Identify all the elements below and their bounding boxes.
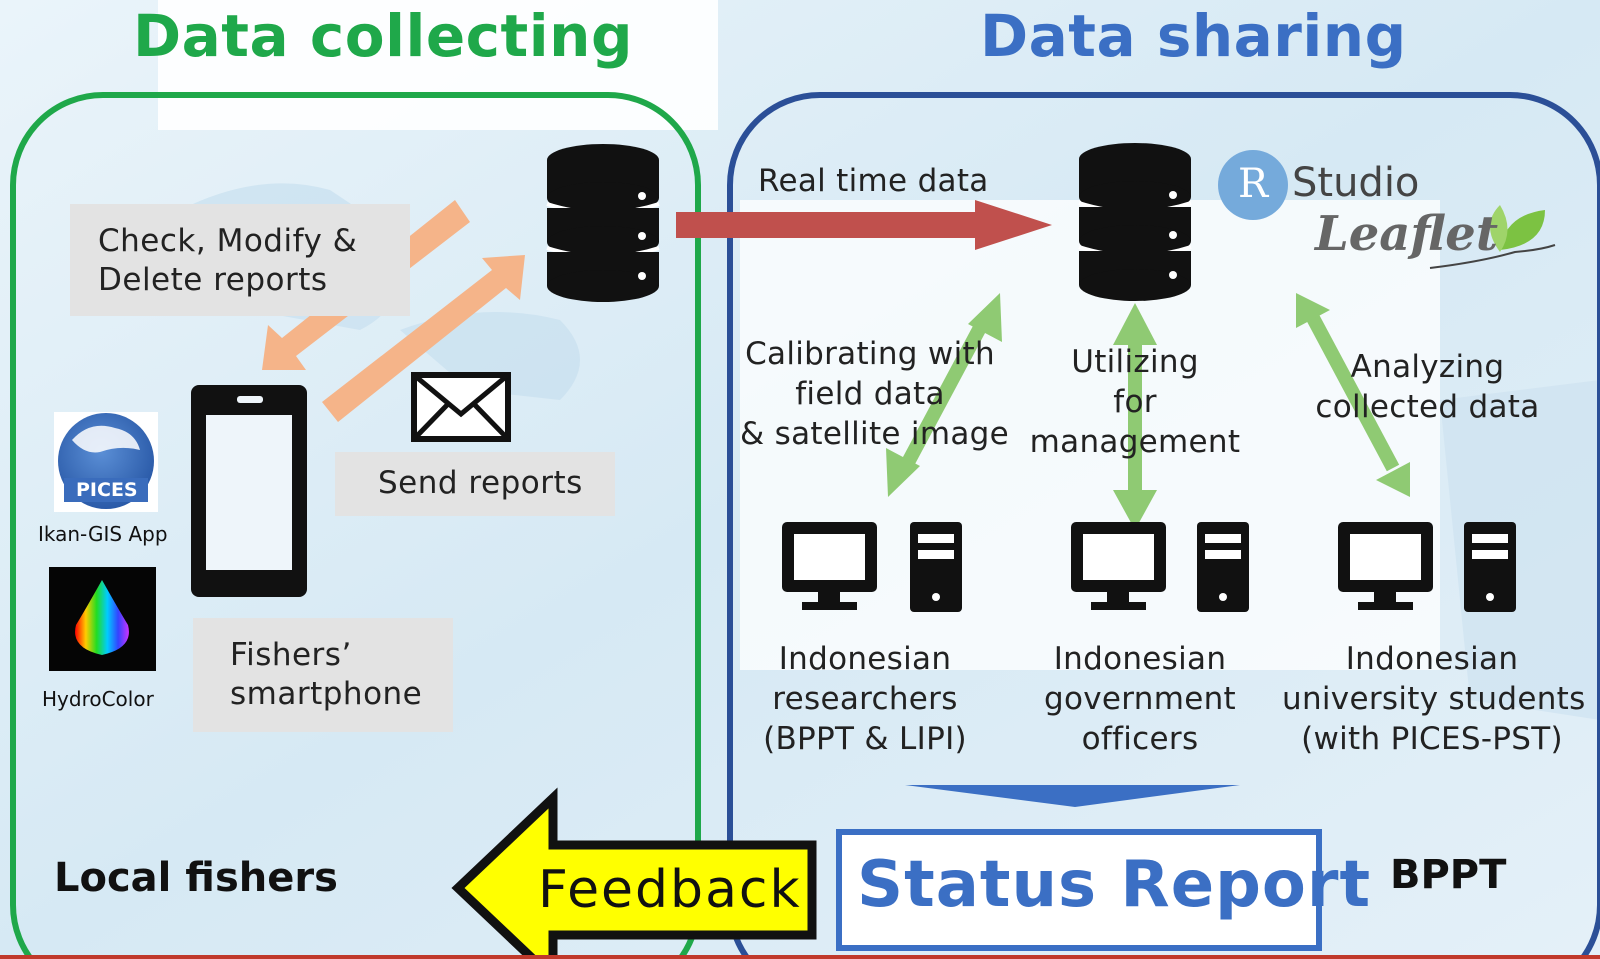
government-label: Indonesian government officers (1015, 639, 1265, 759)
students-line-1: Indonesian (1345, 641, 1519, 677)
data-collecting-panel (10, 92, 701, 959)
local-fishers-label: Local fishers (54, 855, 338, 901)
utilizing-line-3: management (1029, 424, 1241, 460)
database-icon (546, 144, 660, 302)
map-shape (1440, 380, 1600, 720)
calibrating-line-2: field data (795, 376, 945, 412)
leaf-icon (1429, 205, 1556, 269)
bppt-label: BPPT (1390, 852, 1507, 898)
analyzing-line-2: collected data (1315, 389, 1540, 425)
real-time-data-label: Real time data (758, 163, 989, 199)
feedback-label: Feedback (538, 860, 802, 920)
analyzing-label: Analyzing collected data (1305, 347, 1550, 427)
status-report-label: Status Report (857, 848, 1372, 922)
data-sharing-panel (727, 92, 1600, 959)
smartphone-icon (191, 385, 307, 597)
check-line-2: Delete reports (98, 262, 328, 298)
utilizing-line-2: for (1113, 384, 1157, 420)
calibrating-line-3: & satellite image (740, 416, 1009, 452)
up-arrow (322, 255, 525, 422)
rstudio-logo (1218, 150, 1288, 220)
calibrating-arrow (886, 293, 1002, 497)
send-reports-label: Send reports (378, 465, 583, 501)
researchers-line-2: researchers (772, 681, 958, 717)
server-database-icon (1078, 143, 1192, 301)
feedback-arrow (451, 787, 817, 959)
computer-icon (1071, 522, 1249, 612)
check-modify-delete-box: Check, Modify & Delete reports (70, 204, 410, 316)
computer-icon (1338, 522, 1516, 612)
check-line-1: Check, Modify & (98, 223, 358, 259)
pices-logo-text: PICES (76, 479, 138, 501)
government-line-2: government (1044, 681, 1236, 717)
real-time-data-arrow (676, 200, 1052, 250)
researchers-line-3: (BPPT & LIPI) (763, 721, 967, 757)
analyzing-arrow (1296, 293, 1410, 497)
utilizing-label: Utilizing for management (1020, 342, 1250, 462)
utilizing-arrow (1113, 303, 1157, 530)
status-report-box (836, 829, 1322, 951)
summary-chevron (905, 785, 1240, 807)
utilizing-line-1: Utilizing (1071, 344, 1199, 380)
students-line-3: (with PICES-PST) (1301, 721, 1563, 757)
title-backdrop (158, 0, 718, 130)
computer-icon (782, 522, 962, 612)
rstudio-r-letter: R (1237, 161, 1269, 207)
smartphone-line-2: smartphone (230, 676, 423, 712)
calibrating-line-1: Calibrating with (745, 336, 995, 372)
data-sharing-title: Data sharing (980, 2, 1407, 70)
hydrocolor-logo (49, 567, 156, 671)
envelope-icon (411, 372, 511, 442)
smartphone-line-1: Fishers’ (230, 637, 352, 673)
government-line-3: officers (1081, 721, 1199, 757)
data-collecting-title: Data collecting (133, 2, 633, 70)
researchers-line-1: Indonesian (778, 641, 952, 677)
calibrating-label: Calibrating with field data & satellite … (740, 334, 1009, 454)
researchers-label: Indonesian researchers (BPPT & LIPI) (740, 639, 990, 759)
students-line-2: university students (1282, 681, 1586, 717)
hydrocolor-caption: HydroColor (42, 687, 154, 711)
ikan-gis-caption: Ikan-GIS App (38, 522, 168, 546)
government-line-1: Indonesian (1053, 641, 1227, 677)
send-reports-box: Send reports (335, 452, 615, 516)
bottom-rule (0, 955, 1600, 959)
leaflet-logo-text: Leaflet (1315, 206, 1498, 262)
analyzing-line-1: Analyzing (1350, 349, 1505, 385)
fishers-smartphone-box: Fishers’ smartphone (193, 618, 453, 732)
students-label: Indonesian university students (with PIC… (1282, 639, 1586, 759)
rstudio-text: Studio (1292, 160, 1420, 206)
pices-logo (54, 412, 158, 512)
